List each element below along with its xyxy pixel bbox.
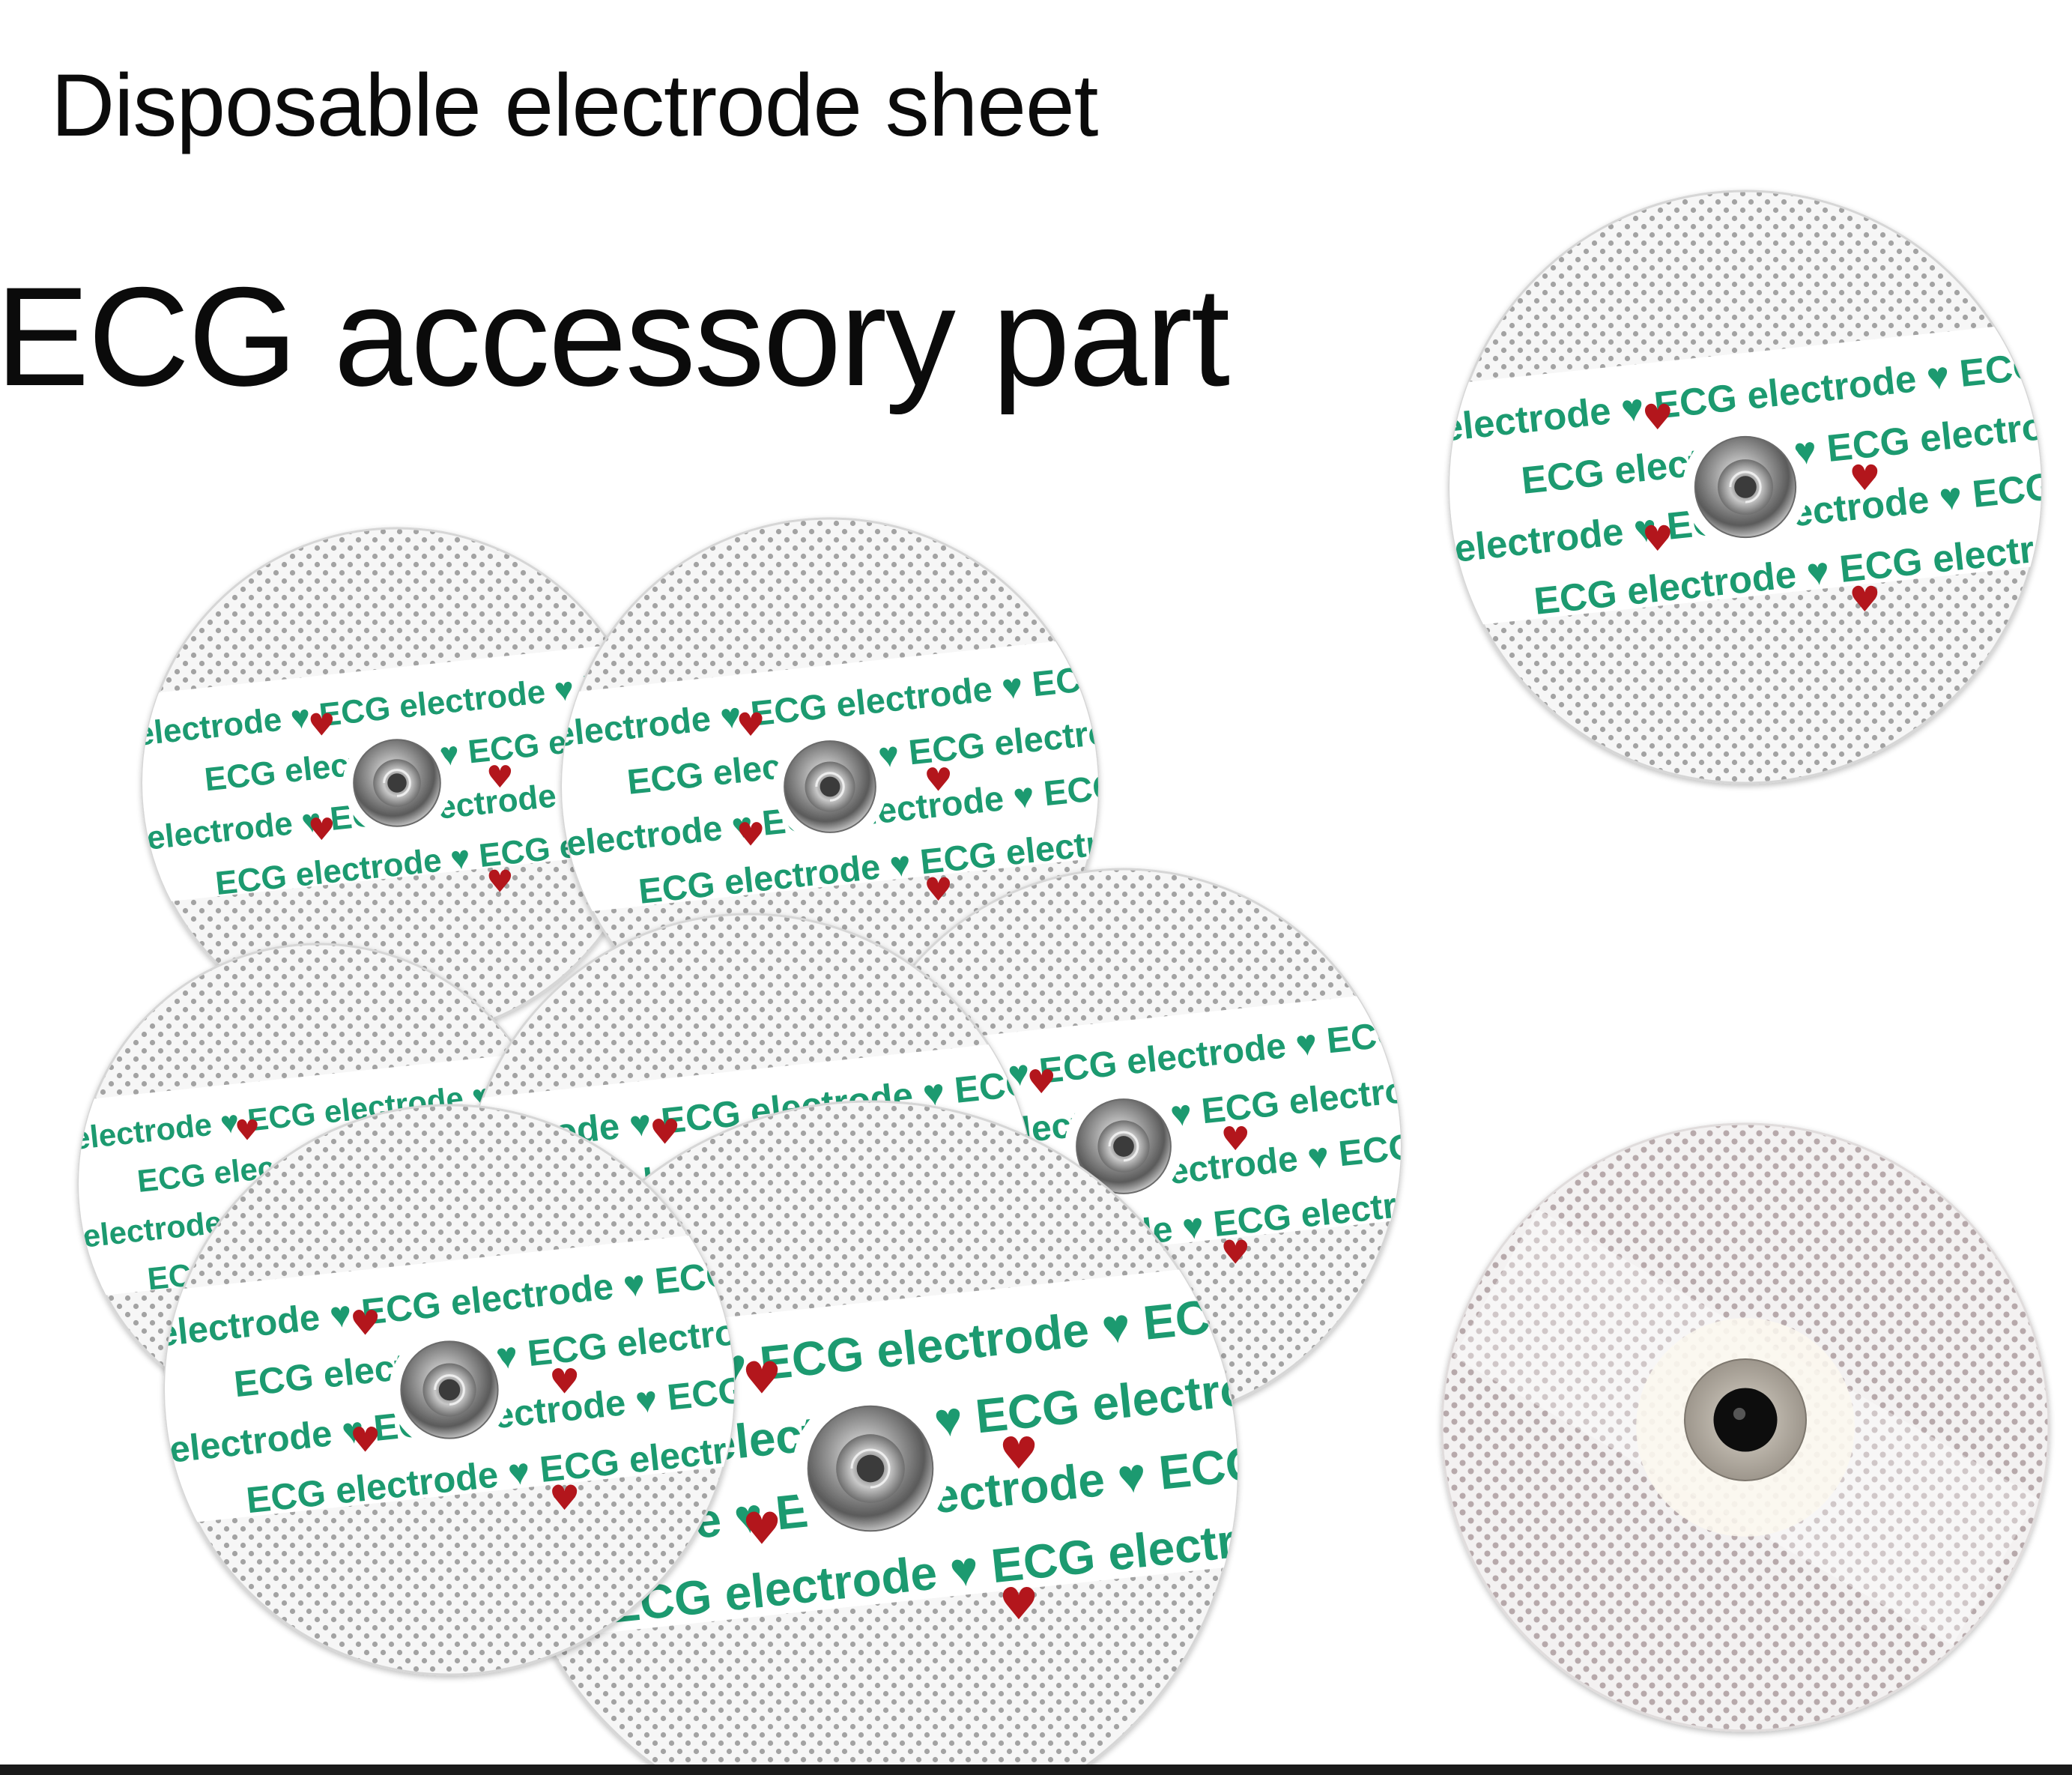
snap-connector-icon	[772, 729, 888, 844]
heart-icon: ♥	[350, 1303, 381, 1343]
electrode-pad-reverse	[1441, 1122, 2050, 1732]
snap-connector-icon	[792, 1390, 949, 1547]
snap-connector-icon	[1682, 424, 1808, 550]
heart-icon: ♥	[308, 707, 336, 743]
heart-icon: ♥	[1221, 1120, 1250, 1158]
heart-icon: ♥	[549, 1478, 580, 1518]
heart-icon: ♥	[924, 871, 953, 909]
heart-icon: ♥	[736, 817, 766, 854]
heart-icon: ♥	[736, 707, 766, 744]
heart-icon: ♥	[234, 1113, 260, 1146]
electrode-pad-single: electrode ♥ ECG electrode ♥ ECG electrod…	[1448, 190, 2043, 784]
electrode-pad-7: electrode ♥ ECG electrode ♥ ECG electrod…	[163, 1104, 736, 1676]
heart-icon: ♥	[649, 1112, 680, 1152]
heart-icon: ♥	[999, 1578, 1039, 1630]
heart-icon: ♥	[1849, 579, 1880, 620]
heart-icon: ♥	[486, 759, 514, 795]
heart-icon: ♥	[1221, 1234, 1250, 1272]
heart-icon: ♥	[924, 761, 953, 799]
heart-icon: ♥	[549, 1361, 580, 1401]
heart-icon: ♥	[742, 1352, 782, 1403]
heart-icon: ♥	[1027, 1063, 1056, 1101]
subtitle-heading: Disposable electrode sheet	[51, 56, 1098, 155]
heart-icon: ♥	[486, 863, 514, 899]
snap-connector-icon	[389, 1329, 510, 1451]
page-title: ECG accessory part	[0, 258, 1230, 415]
heart-icon: ♥	[1849, 458, 1880, 499]
snap-connector-icon	[1064, 1087, 1183, 1206]
heart-icon: ♥	[350, 1419, 381, 1460]
heart-icon: ♥	[999, 1427, 1039, 1479]
snap-connector-icon	[342, 728, 452, 838]
bottom-divider	[0, 1765, 2072, 1775]
heart-icon: ♥	[742, 1502, 782, 1554]
heart-icon: ♥	[1642, 397, 1673, 438]
heart-icon: ♥	[1642, 518, 1673, 560]
heart-icon: ♥	[308, 811, 336, 847]
snap-back-icon	[1713, 1388, 1778, 1452]
